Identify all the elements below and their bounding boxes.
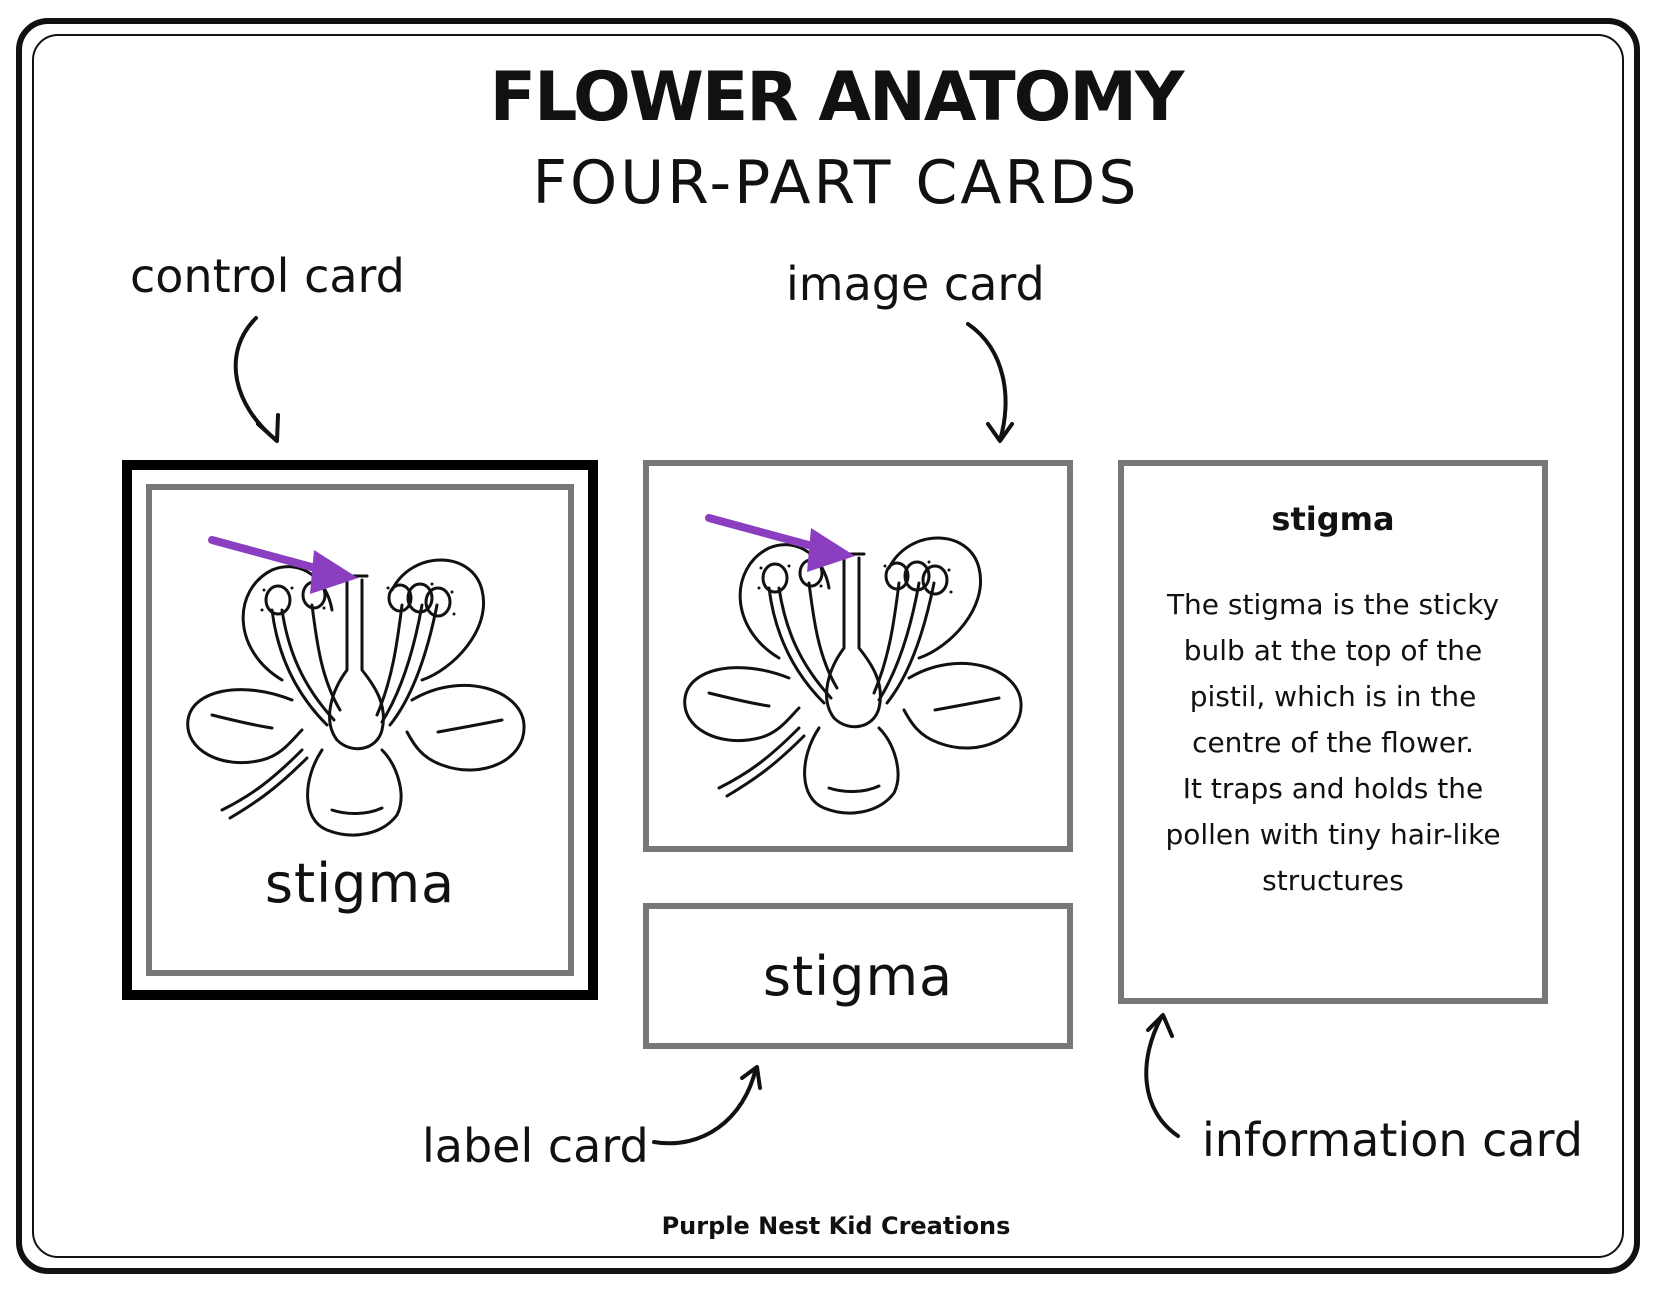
flower-illustration-icon xyxy=(186,536,526,837)
page-subtitle: FOUR-PART CARDS xyxy=(532,148,1140,218)
image-card[interactable] xyxy=(643,460,1073,852)
control-card-label: stigma xyxy=(264,852,456,915)
information-card-body: The stigma is the sticky bulb at the top… xyxy=(1142,582,1524,904)
label-card[interactable]: stigma xyxy=(643,903,1073,1049)
info-line: The stigma is the sticky xyxy=(1166,588,1500,621)
flower-illustration-icon xyxy=(683,514,1023,815)
page-title: FLOWER ANATOMY xyxy=(489,58,1185,137)
control-card-callout: control card xyxy=(130,249,405,303)
information-card[interactable]: stigma The stigma is the sticky bulb at … xyxy=(1118,460,1548,1004)
page-frame-outer xyxy=(16,18,1640,1274)
footer-credit: Purple Nest Kid Creations xyxy=(661,1212,1011,1240)
pointer-arrow-icon xyxy=(208,536,358,594)
label-card-callout: label card xyxy=(422,1119,649,1173)
information-card-title: stigma xyxy=(1271,500,1395,538)
info-line: bulb at the top of the xyxy=(1183,634,1483,667)
info-line: pistil, which is in the xyxy=(1189,680,1477,713)
info-line: centre of the flower. xyxy=(1192,726,1474,759)
info-line: It traps and holds the xyxy=(1182,772,1484,805)
pointer-arrow-icon xyxy=(705,514,855,572)
information-card-callout: information card xyxy=(1202,1113,1583,1167)
label-card-word: stigma xyxy=(762,945,954,1008)
page-frame-inner xyxy=(32,34,1624,1258)
info-line: structures xyxy=(1262,864,1404,897)
info-line: pollen with tiny hair-like xyxy=(1165,818,1501,851)
image-card-callout: image card xyxy=(786,257,1045,311)
control-card-inner-border: stigma xyxy=(146,484,574,976)
control-card[interactable]: stigma xyxy=(122,460,598,1000)
